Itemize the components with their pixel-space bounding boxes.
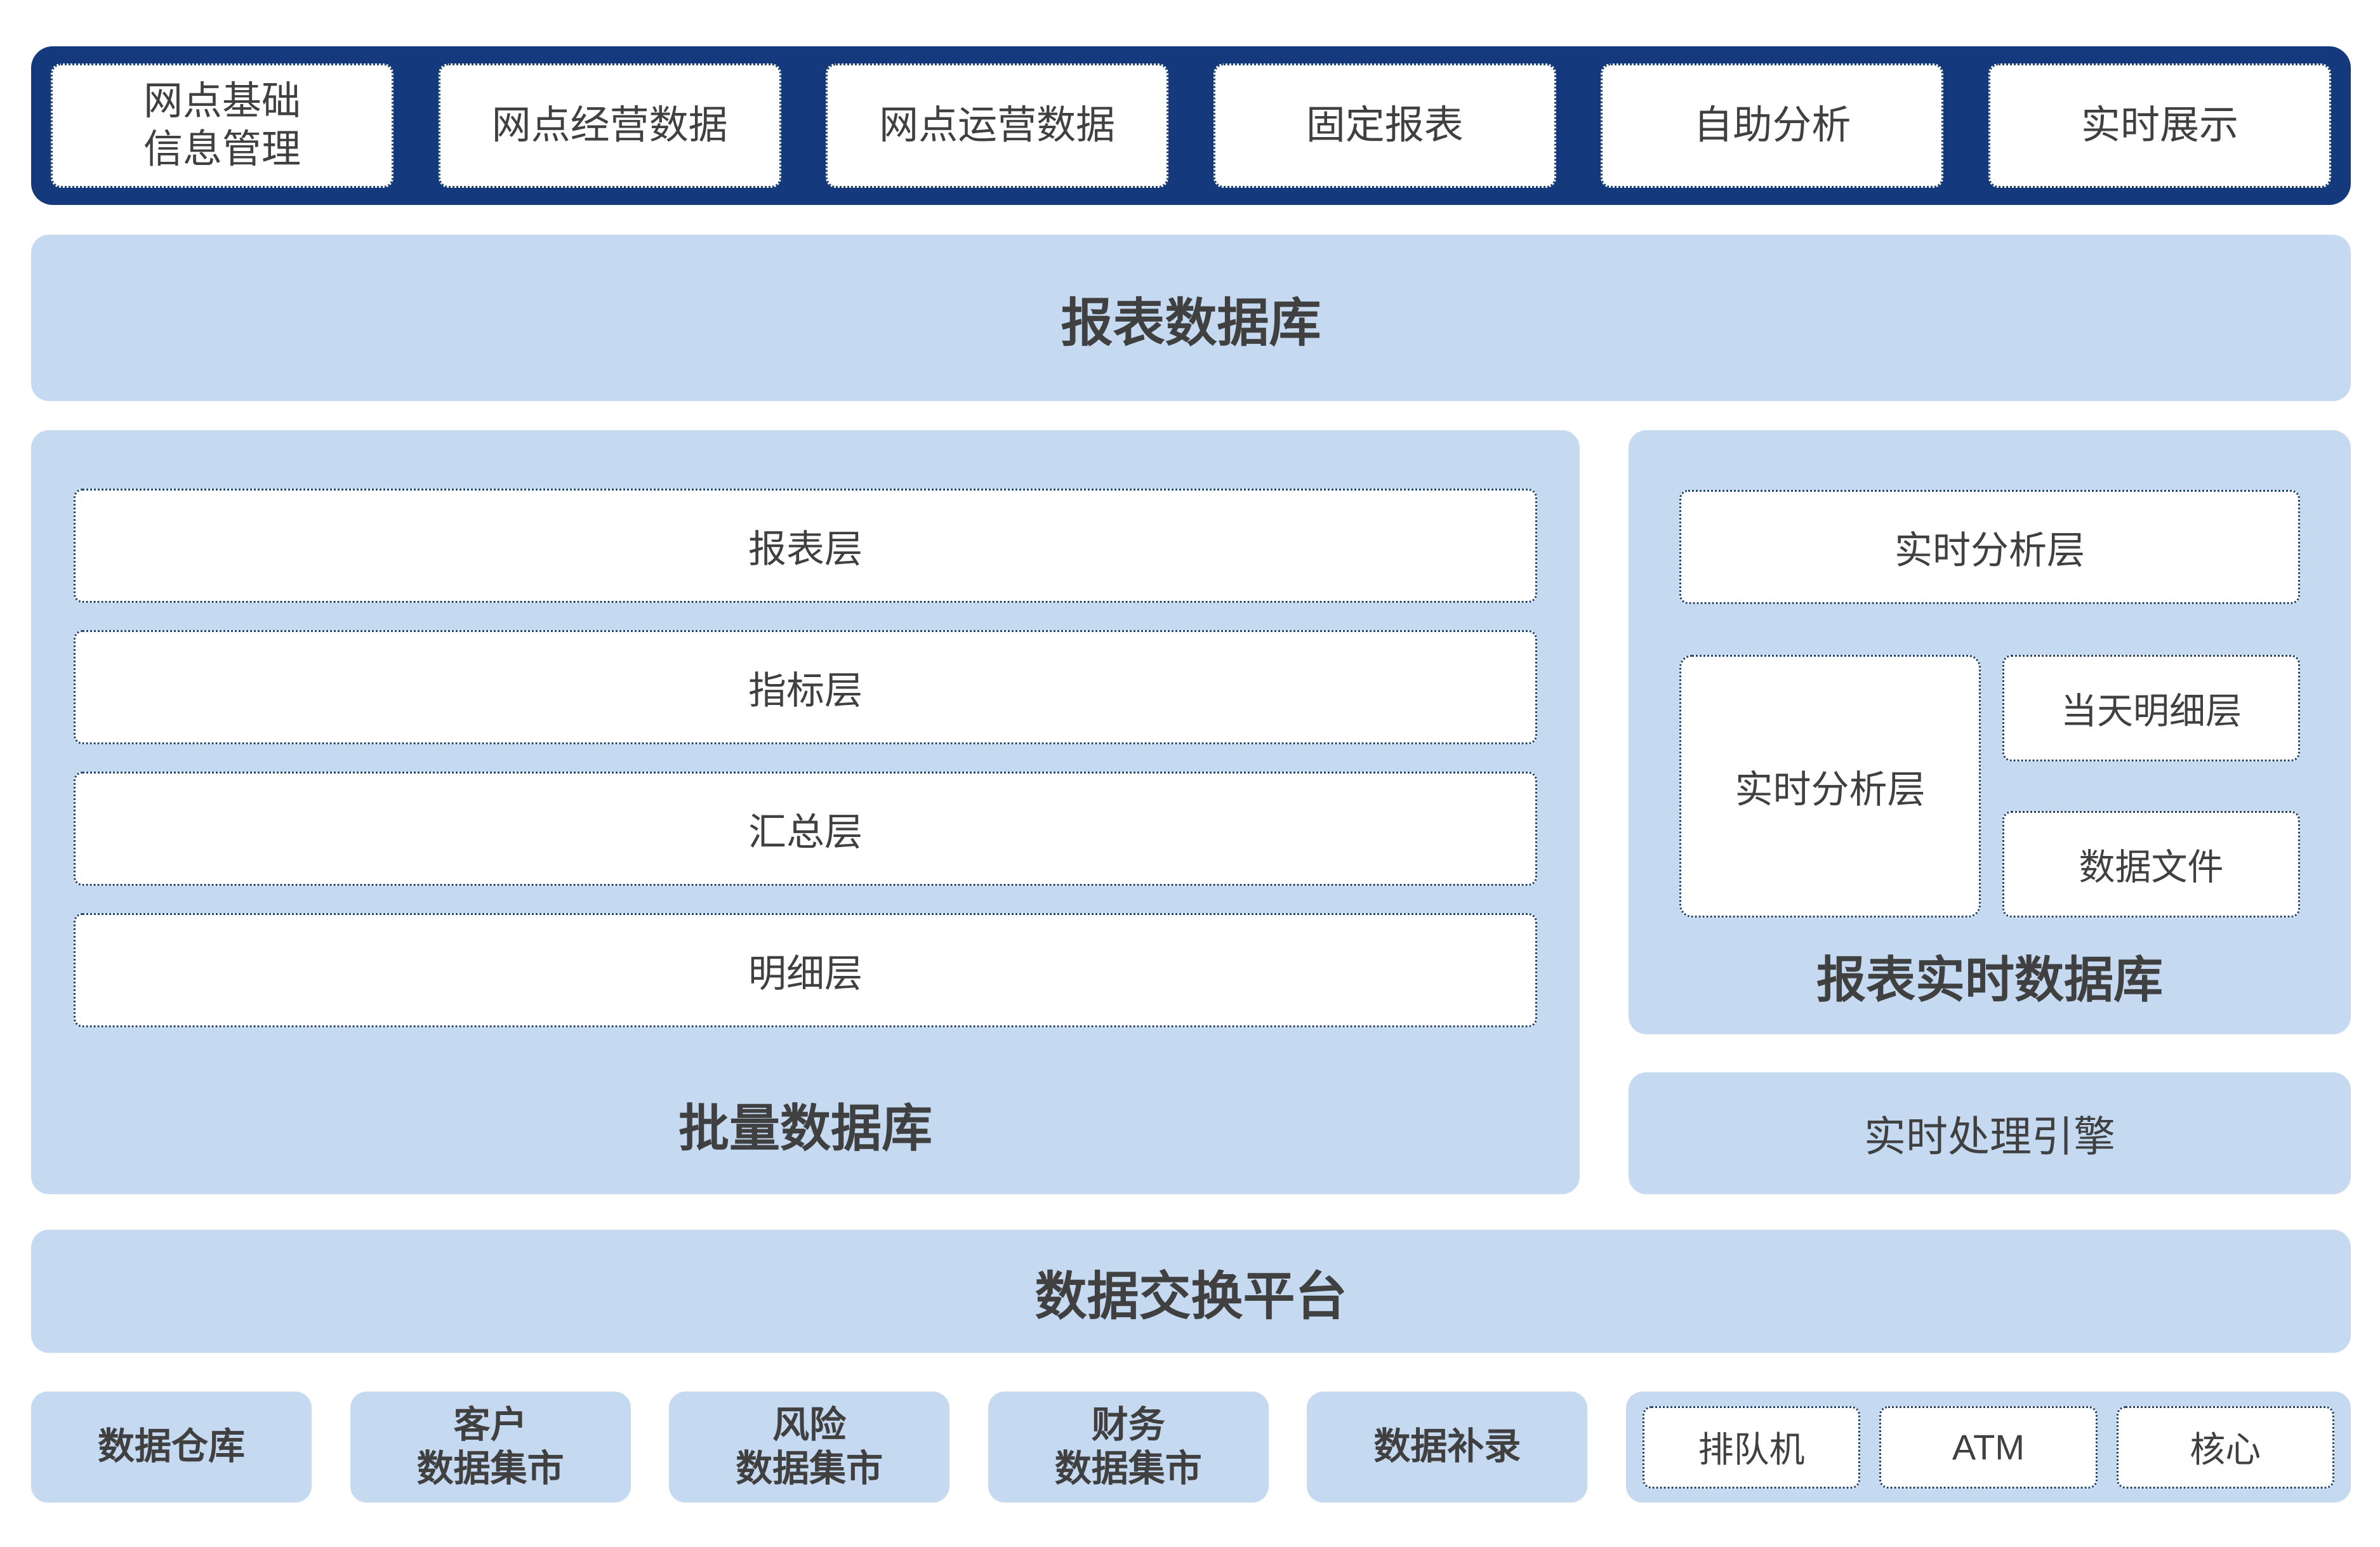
source-finance-mart: 财务 数据集市	[988, 1392, 1269, 1503]
layer-report: 报表层	[74, 489, 1537, 603]
realtime-column: 实时分析层 实时分析层 当天明细层 数据文件 报表实时数据库 实时处理引擎	[1629, 430, 2351, 1194]
application-layer-bar: 网点基础 信息管理 网点经营数据 网点运营数据 固定报表 自助分析 实时展示	[31, 46, 2351, 205]
report-database-band: 报表数据库	[31, 235, 2351, 401]
source-data-supplement: 数据补录	[1307, 1392, 1588, 1503]
app-node-fixed-reports: 固定报表	[1213, 63, 1556, 188]
source-risk-mart: 风险 数据集市	[669, 1392, 950, 1503]
channel-atm: ATM	[1879, 1405, 2098, 1489]
channel-core-system: 核心	[2116, 1405, 2334, 1489]
channel-queue-machine: 排队机	[1642, 1405, 1861, 1489]
batch-database-panel: 报表层 指标层 汇总层 明细层 批量数据库	[31, 430, 1580, 1194]
realtime-right-stack: 当天明细层 数据文件	[2002, 655, 2300, 918]
layer-summary: 汇总层	[74, 772, 1537, 886]
report-database-title: 报表数据库	[1061, 294, 1321, 352]
realtime-database-title-area: 报表实时数据库	[1679, 918, 2300, 1034]
app-node-branch-base-info: 网点基础 信息管理	[51, 63, 393, 188]
app-node-realtime-display: 实时展示	[1988, 63, 2331, 188]
realtime-database-panel: 实时分析层 实时分析层 当天明细层 数据文件 报表实时数据库	[1629, 430, 2351, 1034]
layer-detail: 明细层	[74, 913, 1537, 1027]
realtime-analysis-layer-left: 实时分析层	[1679, 655, 1981, 918]
app-node-branch-business-data: 网点经营数据	[438, 63, 781, 188]
middle-section: 报表层 指标层 汇总层 明细层 批量数据库 实时分析层 实时分析层 当天明细层 …	[31, 430, 2351, 1194]
app-node-branch-operation-data: 网点运营数据	[826, 63, 1169, 188]
app-node-self-service-analysis: 自助分析	[1601, 63, 1944, 188]
batch-database-title: 批量数据库	[678, 1100, 932, 1157]
batch-database-title-area: 批量数据库	[74, 1055, 1537, 1194]
data-exchange-platform-title: 数据交换平台	[1035, 1267, 1347, 1326]
today-detail-layer: 当天明细层	[2002, 655, 2300, 761]
realtime-analysis-layer-top: 实时分析层	[1679, 490, 2300, 604]
channel-systems-group: 排队机 ATM 核心	[1625, 1392, 2351, 1503]
source-data-warehouse: 数据仓库	[31, 1392, 312, 1503]
realtime-middle-row: 实时分析层 当天明细层 数据文件	[1679, 655, 2300, 918]
source-systems-row: 数据仓库 客户 数据集市 风险 数据集市 财务 数据集市 数据补录 排队机 AT…	[31, 1392, 2351, 1503]
source-customer-mart: 客户 数据集市	[350, 1392, 631, 1503]
layer-indicator: 指标层	[74, 630, 1537, 744]
realtime-database-title: 报表实时数据库	[1816, 952, 2163, 1008]
realtime-processing-engine: 实时处理引擎	[1629, 1072, 2351, 1194]
data-exchange-platform-band: 数据交换平台	[31, 1230, 2351, 1353]
data-file-node: 数据文件	[2002, 811, 2300, 918]
